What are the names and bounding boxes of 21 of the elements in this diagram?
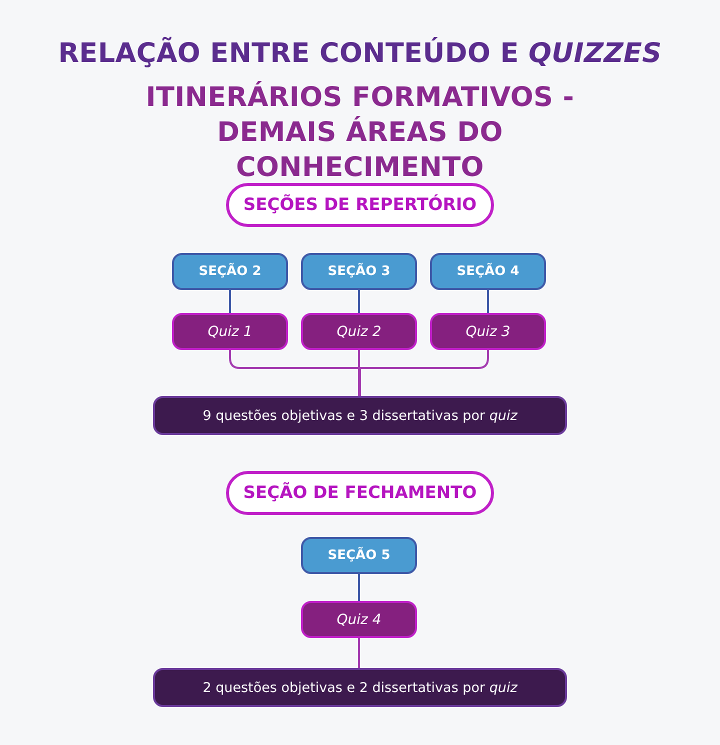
title: RELAÇÃO ENTRE CONTEÚDO E QUIZZES — [57, 38, 663, 69]
quiz-box: Quiz 2 — [301, 313, 417, 350]
connector-line — [359, 350, 489, 396]
section-box: SEÇÃO 4 — [430, 253, 546, 290]
connector-line — [358, 574, 360, 601]
section-box: SEÇÃO 3 — [301, 253, 417, 290]
connector-line — [487, 290, 489, 313]
summary-box: 2 questões objetivas e 2 dissertativas por quiz — [153, 668, 567, 707]
quiz-box: Quiz 3 — [430, 313, 546, 350]
quiz-box: Quiz 4 — [301, 601, 417, 638]
section-heading: SEÇÃO DE FECHAMENTO — [226, 471, 494, 515]
connector-line — [229, 290, 231, 313]
summary-box: 9 questões objetivas e 3 dissertativas por quiz — [153, 396, 567, 435]
quiz-box: Quiz 1 — [172, 313, 288, 350]
connector-line — [358, 290, 360, 313]
connector-line — [358, 350, 360, 396]
subtitle: ITINERÁRIOS FORMATIVOS - DEMAIS ÁREAS DO CONHECIMENTO — [144, 80, 576, 185]
section-box: SEÇÃO 5 — [301, 537, 417, 574]
connector-line — [358, 638, 360, 668]
section-heading: SEÇÕES DE REPERTÓRIO — [226, 183, 494, 227]
section-box: SEÇÃO 2 — [172, 253, 288, 290]
